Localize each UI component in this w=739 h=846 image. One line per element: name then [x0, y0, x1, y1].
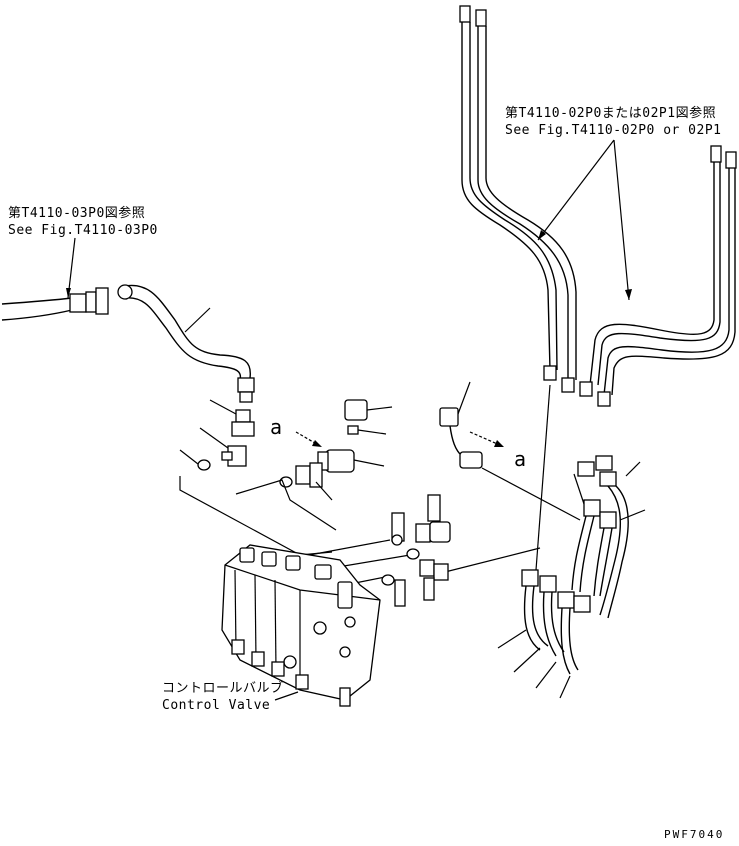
hose-nut — [85, 291, 97, 313]
control-valve-leader — [274, 691, 299, 701]
ref-top-right-leaders — [537, 139, 632, 301]
detail-arrow-left — [295, 431, 322, 447]
hose-ferrule — [69, 293, 87, 313]
fitting-set-left — [179, 399, 255, 471]
ref-left-leader — [66, 237, 76, 299]
fitting-set-center — [381, 494, 451, 607]
detail-marker-left: a — [270, 415, 282, 439]
left-steel-pipe — [117, 284, 255, 403]
control-valve-label-en: Control Valve — [162, 698, 270, 713]
figure-code: PWF7040 — [664, 828, 724, 841]
o-ring — [197, 459, 211, 471]
ref-top-right-jp: 第T4110-02P0または02P1図参照 — [505, 105, 716, 121]
detail-marker-right: a — [514, 447, 526, 471]
hose-bundle-lower-right — [497, 384, 646, 699]
elbow-fitting-cluster — [279, 399, 393, 501]
left-supply-hose — [1, 287, 109, 321]
control-valve — [221, 544, 381, 707]
hose-pair-right — [579, 145, 737, 407]
ref-left-en: See Fig.T4110-03P0 — [8, 223, 158, 238]
control-valve-label-jp: コントロールバルブ — [162, 680, 284, 696]
detail-arrow-right — [469, 431, 504, 447]
hose-pair-upper — [459, 5, 577, 393]
fitting-right-elbow — [439, 381, 581, 521]
ref-top-right-en: See Fig.T4110-02P0 or 02P1 — [505, 123, 722, 138]
assembly-guide-lines — [179, 476, 541, 587]
ref-left-jp: 第T4110-03P0図参照 — [8, 205, 145, 221]
